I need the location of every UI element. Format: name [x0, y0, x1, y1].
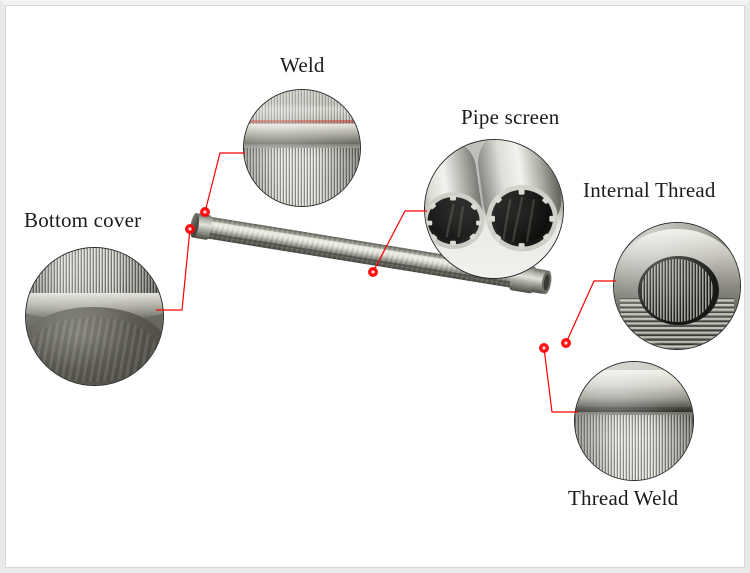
- label-thread-weld: Thread Weld: [568, 486, 679, 510]
- twin-bore-svg: [425, 140, 562, 252]
- leader-thread-weld: [543, 347, 578, 413]
- callout-circle-weld: [243, 89, 361, 207]
- label-pipe-screen: Pipe screen: [461, 105, 560, 129]
- callout-circle-bottom-cover: [25, 247, 164, 386]
- label-internal-thread: Internal Thread: [583, 178, 716, 202]
- callout-circle-internal-thread: [613, 222, 741, 350]
- bottom-cover-photo: [26, 248, 163, 385]
- callout-circle-thread-weld: [574, 361, 694, 481]
- label-weld: Weld: [280, 53, 325, 77]
- callout-circle-pipe-screen: [424, 139, 564, 279]
- pipe-screen-photo: [425, 140, 563, 278]
- weld-photo: [244, 90, 360, 206]
- leader-weld: [204, 152, 245, 213]
- label-bottom-cover: Bottom cover: [24, 208, 142, 232]
- internal-thread-photo: [614, 223, 740, 349]
- thread-weld-photo: [575, 362, 693, 480]
